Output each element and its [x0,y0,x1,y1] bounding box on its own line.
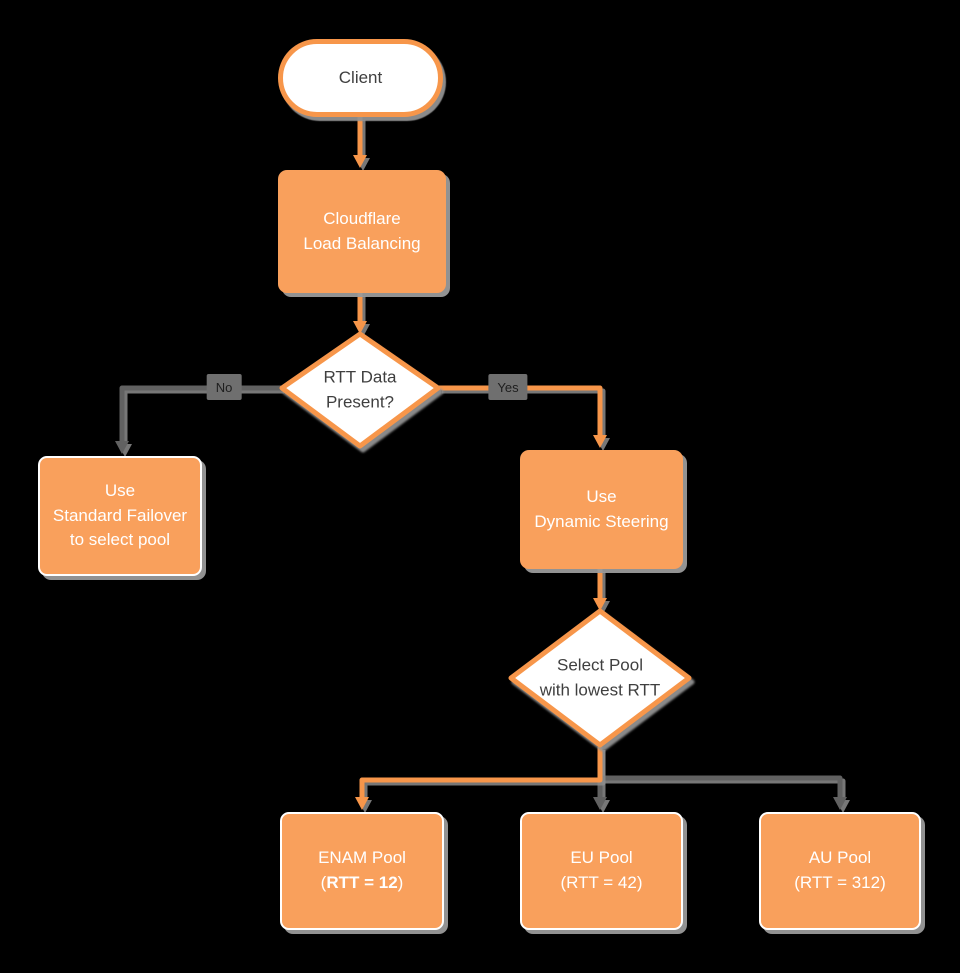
edge-label-no: No [206,374,242,400]
standard-failover-line2: Standard Failover [52,505,188,525]
edge-rtt-no-to-standard-failover [115,385,281,454]
pool-decision-label: Select Pool with lowest RTT [539,655,661,699]
eu-pool-line2: (RTT = 42) [560,873,643,892]
node-load-balancer: Cloudflare Load Balancing [278,170,446,293]
enam-rtt-value: RTT = 12 [326,873,398,892]
node-dynamic-steering: Use Dynamic Steering [520,450,683,569]
node-eu-pool: EU Pool (RTT = 42) [520,812,683,930]
edge-pool-decision-to-au-pool [597,747,847,810]
rtt-decision-label: RTT Data Present? [323,367,397,411]
au-pool-line2: (RTT = 312) [794,873,886,892]
au-pool-line1: AU Pool [808,848,872,868]
dynamic-steering-line2: Dynamic Steering [534,511,669,531]
enam-pool-line1: ENAM Pool [318,848,406,868]
node-au-pool: AU Pool (RTT = 312) [759,812,921,930]
node-client: Client [278,39,443,117]
node-enam-pool: ENAM Pool (RTT = 12) [280,812,444,930]
enam-pool-line2: (RTT = 12) [320,873,404,892]
load-balancer-line1: Cloudflare [323,208,401,228]
node-standard-failover: Use Standard Failover to select pool [38,456,202,576]
standard-failover-line1: Use [104,481,136,501]
eu-pool-line1: EU Pool [570,848,633,868]
standard-failover-line3: to select pool [69,530,171,550]
edge-label-yes: Yes [488,374,528,400]
rtt-decision-diamond [279,331,441,449]
load-balancer-line2: Load Balancing [303,233,421,253]
edge-pool-decision-to-enam-pool [355,747,603,810]
client-label: Client [338,67,383,87]
pool-decision-diamond [508,608,692,748]
dynamic-steering-line1: Use [586,486,617,506]
